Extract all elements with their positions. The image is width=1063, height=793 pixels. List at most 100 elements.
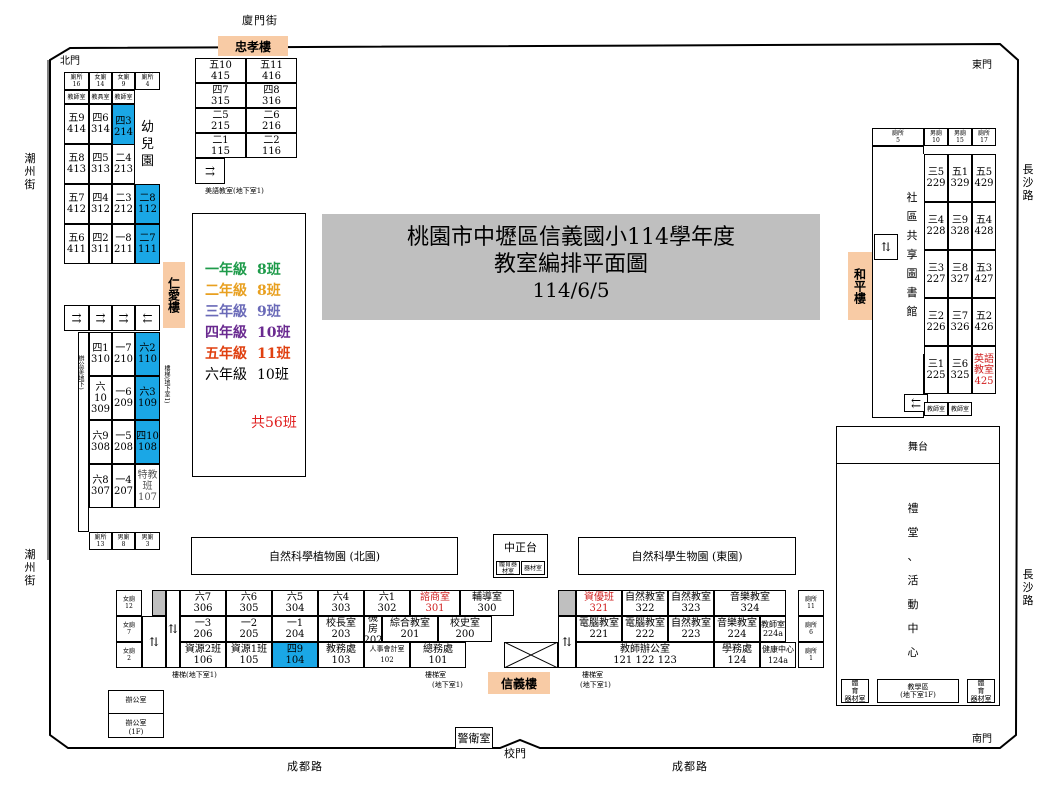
- classroom: 一3 206: [180, 616, 226, 642]
- classroom: 諮商室 301: [410, 590, 460, 616]
- classroom: 五5 429: [972, 154, 996, 202]
- classroom: 資優班 321: [576, 590, 622, 616]
- legend-count: 9班: [257, 304, 281, 320]
- classroom: 三9 328: [948, 202, 972, 250]
- restroom: 男廁 8: [112, 532, 135, 550]
- zhongzheng-room-a: 體育器材室: [496, 561, 520, 575]
- legend-grade: 一年級: [205, 262, 247, 278]
- classroom: 自然教室 223: [668, 616, 714, 642]
- classroom: 音樂教室 224: [714, 616, 760, 642]
- street-left-upper: 潮州街: [24, 152, 36, 191]
- restroom: 廁所 17: [972, 128, 996, 146]
- classroom: 一8 211: [112, 224, 135, 264]
- guard-room: 警衛室: [455, 727, 493, 749]
- classroom: 四4 312: [89, 184, 112, 224]
- renai-building-label: 仁愛樓: [163, 262, 185, 328]
- classroom: 二7 111: [135, 224, 160, 264]
- restroom: 男廁 3: [135, 532, 160, 550]
- classroom: 五7 412: [64, 184, 89, 224]
- teacher-room: 教師室: [112, 90, 135, 104]
- misc-office-c: (1F): [128, 728, 144, 736]
- zhongzheng-room-b: 器材室: [521, 561, 545, 575]
- auditorium-basement: 教學區 (地下室1F): [877, 679, 959, 703]
- classroom: 三8 327: [948, 250, 972, 298]
- classroom: 六10 309: [89, 376, 112, 420]
- restroom: 男廁 10: [924, 128, 948, 146]
- heping-building-label: 和平樓: [848, 252, 872, 320]
- classroom: 五1 329: [948, 154, 972, 202]
- zhongzheng-stage: 中正台 體育器材室 器材室: [493, 534, 548, 578]
- restroom: 女廁 2: [116, 642, 142, 668]
- classroom: 教師室 224a: [760, 616, 786, 642]
- north-garden: 自然科學植物園 (北園): [191, 537, 458, 575]
- classroom: 五9 414: [64, 104, 89, 144]
- restroom: 廁所 5: [872, 128, 924, 146]
- classroom: 二5 215: [195, 108, 246, 133]
- classroom: 機房 202: [364, 616, 382, 642]
- legend-count: 11班: [257, 346, 291, 362]
- misc-office-a: 辦公室: [125, 696, 147, 704]
- title-date: 114/6/5: [532, 278, 610, 302]
- north-gate: 北門: [60, 56, 80, 67]
- classroom: 一1 204: [272, 616, 318, 642]
- stairs-block: [558, 590, 576, 616]
- health-center: 健康中心 124a: [760, 642, 796, 668]
- legend-grade: 四年級: [205, 325, 247, 341]
- east-gate: 東門: [972, 60, 992, 71]
- classroom: 資源2班 106: [180, 642, 226, 668]
- misc-office-b: 辦公室: [109, 713, 163, 728]
- classroom: 二2 116: [246, 133, 297, 158]
- classroom: 三1 225: [924, 346, 948, 394]
- restroom: 女廁 7: [116, 616, 142, 642]
- stage: 舞台: [837, 427, 999, 464]
- classroom: 四3 214: [112, 104, 135, 149]
- school-gate: 校門: [504, 747, 526, 760]
- classroom: 三3 227: [924, 250, 948, 298]
- legend-grade: 六年級: [205, 367, 247, 383]
- title-line1: 桃園市中壢區信義國小114學年度: [407, 225, 735, 250]
- legend-count: 10班: [257, 325, 291, 341]
- legend-count: 10班: [257, 367, 289, 383]
- xinyi-note-2: 樓梯室: [425, 671, 446, 679]
- classroom: 六7 306: [180, 590, 226, 616]
- classroom: 教務處 103: [318, 642, 364, 668]
- stairs-icon: ⇇: [135, 305, 160, 331]
- classroom: 六2 110: [135, 332, 160, 376]
- classroom: 五11 416: [246, 58, 297, 83]
- auditorium: 舞台 禮 堂 、 活 動 中 心 體 育 器材室 教學區 (地下室1F) 體 育…: [836, 426, 1000, 706]
- teacher-room: 教師室: [948, 402, 972, 416]
- classroom: 五10 415: [195, 58, 246, 83]
- legend-grade: 二年級: [205, 283, 247, 299]
- classroom: 二1 115: [195, 133, 246, 158]
- classroom: 四2 311: [89, 224, 112, 264]
- legend-row: 四年級 10班: [205, 323, 290, 344]
- storage-right: 體 育 器材室: [967, 679, 995, 703]
- restroom: 廁所 13: [89, 532, 112, 550]
- title-line2: 教室編排平面圖: [493, 252, 648, 277]
- classroom: 六4 303: [318, 590, 364, 616]
- xinyi-note-5: (地下室1): [580, 681, 611, 689]
- classroom: 四6 314: [89, 104, 112, 144]
- classroom: 六5 304: [272, 590, 318, 616]
- stairs-icon: ⇅: [558, 616, 576, 668]
- stairs-icon: ⇅: [166, 590, 180, 668]
- classroom: 人事會計室 102: [364, 642, 410, 668]
- classroom: 總務處 101: [410, 642, 466, 668]
- classroom: 電腦教室 222: [622, 616, 668, 642]
- classroom: 四7 315: [195, 83, 246, 108]
- classroom: 五6 411: [64, 224, 89, 264]
- renai-side-note: 辦公室(地下): [77, 355, 84, 390]
- restroom: 男廁 15: [948, 128, 972, 146]
- legend-grade: 三年級: [205, 304, 247, 320]
- classroom: 二3 212: [112, 184, 135, 224]
- restroom: 廁所 11: [798, 590, 824, 616]
- classroom: 三5 229: [924, 154, 948, 202]
- classroom: 六6 305: [226, 590, 272, 616]
- restroom: 女廁 14: [89, 72, 112, 90]
- classroom: 三2 226: [924, 298, 948, 346]
- classroom: 一2 205: [226, 616, 272, 642]
